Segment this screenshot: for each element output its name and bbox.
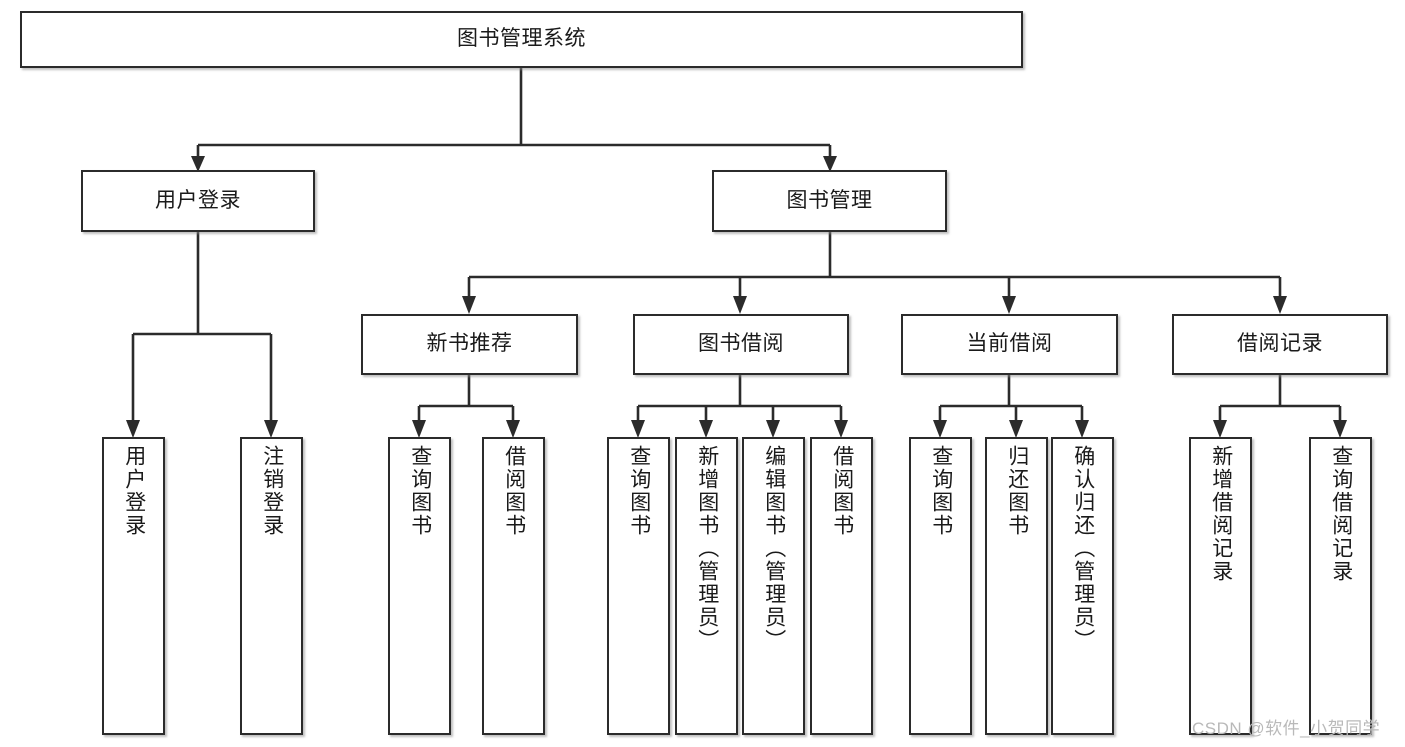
node-leaf-query-book-1-label: 查询图书 xyxy=(408,445,432,537)
node-borrow-record-label: 借阅记录 xyxy=(1237,332,1323,356)
node-leaf-query-book-3-label: 查询图书 xyxy=(929,445,953,537)
node-leaf-query-book-2-label: 查询图书 xyxy=(627,445,651,537)
node-user-login[interactable]: 用户登录 xyxy=(81,170,315,232)
node-leaf-return-book-label: 归还图书 xyxy=(1005,445,1029,537)
node-leaf-query-record[interactable]: 查询借阅记录 xyxy=(1309,437,1372,735)
node-leaf-user-login[interactable]: 用户登录 xyxy=(102,437,165,735)
node-borrow-record[interactable]: 借阅记录 xyxy=(1172,314,1388,375)
node-new-book-recommend[interactable]: 新书推荐 xyxy=(361,314,578,375)
arrowhead-group-new-book-recommend xyxy=(412,420,520,438)
node-leaf-query-book-2[interactable]: 查询图书 xyxy=(607,437,670,735)
node-book-borrow-label: 图书借阅 xyxy=(698,332,784,356)
node-leaf-query-book-3[interactable]: 查询图书 xyxy=(909,437,972,735)
arrowhead-group-current-borrow xyxy=(933,420,1089,438)
connector-book-borrow-children xyxy=(636,375,843,424)
node-leaf-borrow-book-2[interactable]: 借阅图书 xyxy=(810,437,873,735)
node-leaf-confirm-return[interactable]: 确认归还（管理员） xyxy=(1051,437,1114,735)
connector-borrow-record-children xyxy=(1218,375,1342,424)
node-leaf-borrow-book-1-label: 借阅图书 xyxy=(502,445,526,537)
node-leaf-add-book[interactable]: 新增图书（管理员） xyxy=(675,437,738,735)
connector-root-to-level2 xyxy=(196,68,832,160)
node-leaf-add-record[interactable]: 新增借阅记录 xyxy=(1189,437,1252,735)
node-current-borrow-label: 当前借阅 xyxy=(966,332,1053,356)
node-book-manage[interactable]: 图书管理 xyxy=(712,170,947,232)
node-leaf-user-login-label: 用户登录 xyxy=(122,445,146,537)
node-root-label: 图书管理系统 xyxy=(457,27,586,51)
node-leaf-borrow-book-2-label: 借阅图书 xyxy=(830,445,854,537)
node-current-borrow[interactable]: 当前借阅 xyxy=(901,314,1118,375)
node-user-login-label: 用户登录 xyxy=(155,188,241,212)
arrowhead-group-level3 xyxy=(462,296,1287,314)
arrowhead-group-book-borrow xyxy=(631,420,848,438)
node-book-manage-label: 图书管理 xyxy=(786,188,873,212)
node-new-book-recommend-label: 新书推荐 xyxy=(426,332,513,356)
node-leaf-add-book-label: 新增图书（管理员） xyxy=(695,445,719,652)
connector-book-manage-children xyxy=(467,232,1282,300)
node-leaf-edit-book-label: 编辑图书（管理员） xyxy=(762,445,786,652)
arrowhead-group-user-login-children xyxy=(126,420,278,438)
node-leaf-add-record-label: 新增借阅记录 xyxy=(1209,445,1233,583)
node-leaf-query-record-label: 查询借阅记录 xyxy=(1329,445,1353,583)
arrowhead-group-borrow-record xyxy=(1213,420,1347,438)
csdn-watermark: CSDN @软件_小贺同学 xyxy=(1192,719,1381,738)
connector-user-login-children xyxy=(131,232,273,424)
node-leaf-confirm-return-label: 确认归还（管理员） xyxy=(1071,445,1095,652)
connector-current-borrow-children xyxy=(938,375,1084,424)
node-leaf-return-book[interactable]: 归还图书 xyxy=(985,437,1048,735)
arrowhead-group-level2 xyxy=(191,156,837,172)
node-book-borrow[interactable]: 图书借阅 xyxy=(633,314,849,375)
node-leaf-logout-label: 注销登录 xyxy=(260,445,284,537)
connector-new-book-recommend-children xyxy=(417,375,515,424)
node-leaf-query-book-1[interactable]: 查询图书 xyxy=(388,437,451,735)
node-leaf-edit-book[interactable]: 编辑图书（管理员） xyxy=(742,437,805,735)
node-leaf-logout[interactable]: 注销登录 xyxy=(240,437,303,735)
node-leaf-borrow-book-1[interactable]: 借阅图书 xyxy=(482,437,545,735)
node-root[interactable]: 图书管理系统 xyxy=(20,11,1023,68)
